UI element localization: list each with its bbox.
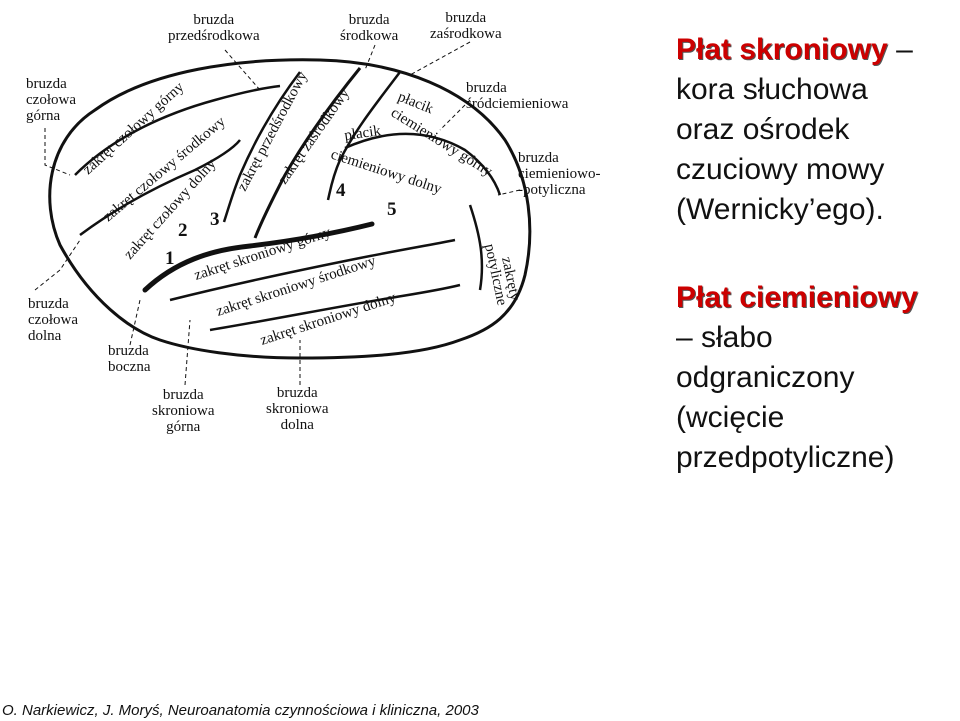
parietal-line-3: (wcięcie [676,401,785,434]
sulcus-label-central: bruzda środkowa [340,12,399,44]
lateral-sulcus [142,221,375,293]
central-sulcus [253,67,362,239]
temporal-lobe-description: Płat skroniowy – kora słuchowa oraz ośro… [676,30,956,230]
sulcus-label-postcentral: bruzda zaśrodkowa [430,10,502,42]
region-number-4: 4 [336,180,346,201]
sulcus-label-frontal-inferior: bruzda czołowa dolna [28,296,78,344]
brain-lateral-diagram: zakręt czołowy górny zakręt czołowy środ… [0,0,660,470]
region-number-1: 1 [165,248,175,269]
lobule-inferior-word2: ciemieniowy dolny [329,147,444,198]
sulcus-label-parieto-occipital: bruzda ciemieniowo- -potyliczna [518,150,601,198]
sulcus-label-temporal-superior: bruzda skroniowa górna [152,387,215,435]
superior-temporal-sulcus [169,238,456,302]
intraparietal-sulcus [344,132,502,196]
temporal-line-2: oraz ośrodek [676,113,850,146]
parietal-lobe-title: Płat ciemieniowy [676,281,918,314]
leader-lines [34,41,521,386]
region-number-5: 5 [387,199,397,220]
inferior-temporal-sulcus [209,283,461,332]
sulcus-label-frontal-superior: bruzda czołowa górna [26,76,76,124]
postcentral-sulcus [326,71,401,201]
region-number-2: 2 [178,220,188,241]
sulcus-label-intraparietal: bruzda śródciemieniowa [466,80,569,112]
sulcus-label-lateral: bruzda boczna [108,343,151,375]
precentral-sulcus [222,71,301,223]
sulcus-label-precentral: bruzda przedśrodkowa [168,12,260,44]
parieto-occipital-sulcus [468,204,484,291]
temporal-line-4: (Wernicky’ego). [676,193,884,226]
description-column: Płat skroniowy – kora słuchowa oraz ośro… [676,30,956,526]
temporal-lobe-dash: – [887,33,913,66]
temporal-lobe-title: Płat skroniowy [676,33,888,66]
source-citation: O. Narkiewicz, J. Moryś, Neuroanatomia c… [2,702,479,719]
sulcus-label-temporal-inferior: bruzda skroniowa dolna [266,385,329,433]
temporal-line-1: kora słuchowa [676,73,868,106]
temporal-line-3: czuciowy mowy [676,153,885,186]
inferior-frontal-sulcus [79,139,241,237]
parietal-line-1: – słabo [676,321,773,354]
lobule-inferior-word1: płacik [343,123,382,144]
brain-drawing: zakręt czołowy górny zakręt czołowy środ… [34,41,532,386]
superior-frontal-sulcus [74,84,281,176]
region-number-3: 3 [210,209,220,230]
parietal-lobe-description: Płat ciemieniowy – słabo odgraniczony (w… [676,278,956,478]
parietal-line-4: przedpotyliczne) [676,441,895,474]
parietal-line-2: odgraniczony [676,361,855,394]
brain-outline [48,58,532,360]
